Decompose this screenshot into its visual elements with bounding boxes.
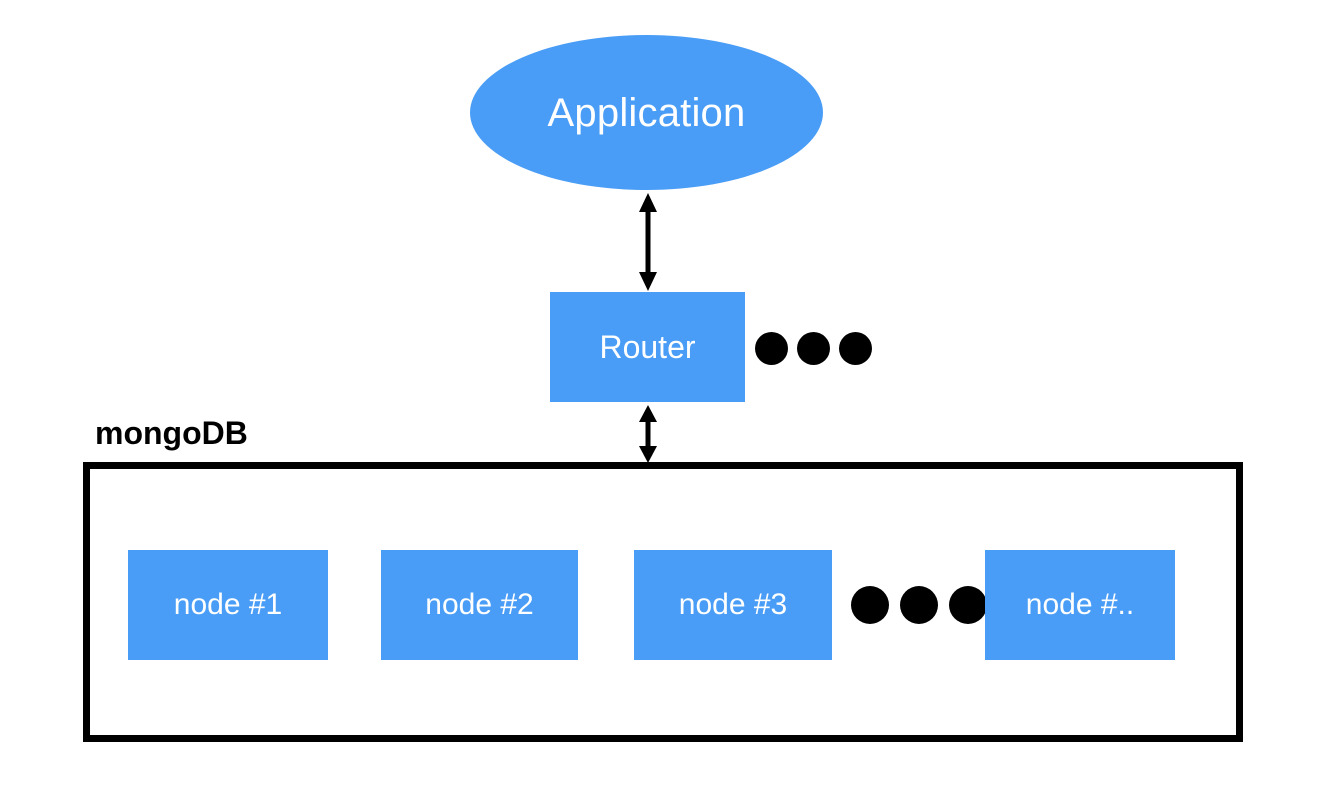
dot-icon: [797, 332, 830, 365]
router-ellipsis-icon: [755, 332, 872, 365]
router-label: Router: [599, 329, 696, 365]
dot-icon: [900, 586, 938, 624]
application-node[interactable]: Application: [470, 35, 823, 190]
node-label: node #2: [425, 588, 534, 621]
node-box-1[interactable]: node #1: [128, 550, 328, 660]
mongodb-cluster-container: [83, 462, 1243, 742]
dot-icon: [949, 586, 987, 624]
dot-icon: [755, 332, 788, 365]
application-router-connector-icon: [639, 193, 657, 291]
node-box-n[interactable]: node #..: [985, 550, 1175, 660]
dot-icon: [851, 586, 889, 624]
router-node[interactable]: Router: [550, 292, 745, 402]
node-label: node #1: [173, 588, 283, 621]
dot-icon: [839, 332, 872, 365]
router-mongodb-connector-icon: [639, 405, 657, 463]
node-label: node #3: [678, 588, 788, 621]
node-box-2[interactable]: node #2: [381, 550, 578, 660]
application-label: Application: [547, 90, 746, 135]
nodes-ellipsis-icon: [851, 586, 987, 624]
node-box-3[interactable]: node #3: [634, 550, 832, 660]
mongodb-cluster-label: mongoDB: [95, 415, 248, 451]
node-label: node #..: [1025, 588, 1135, 621]
